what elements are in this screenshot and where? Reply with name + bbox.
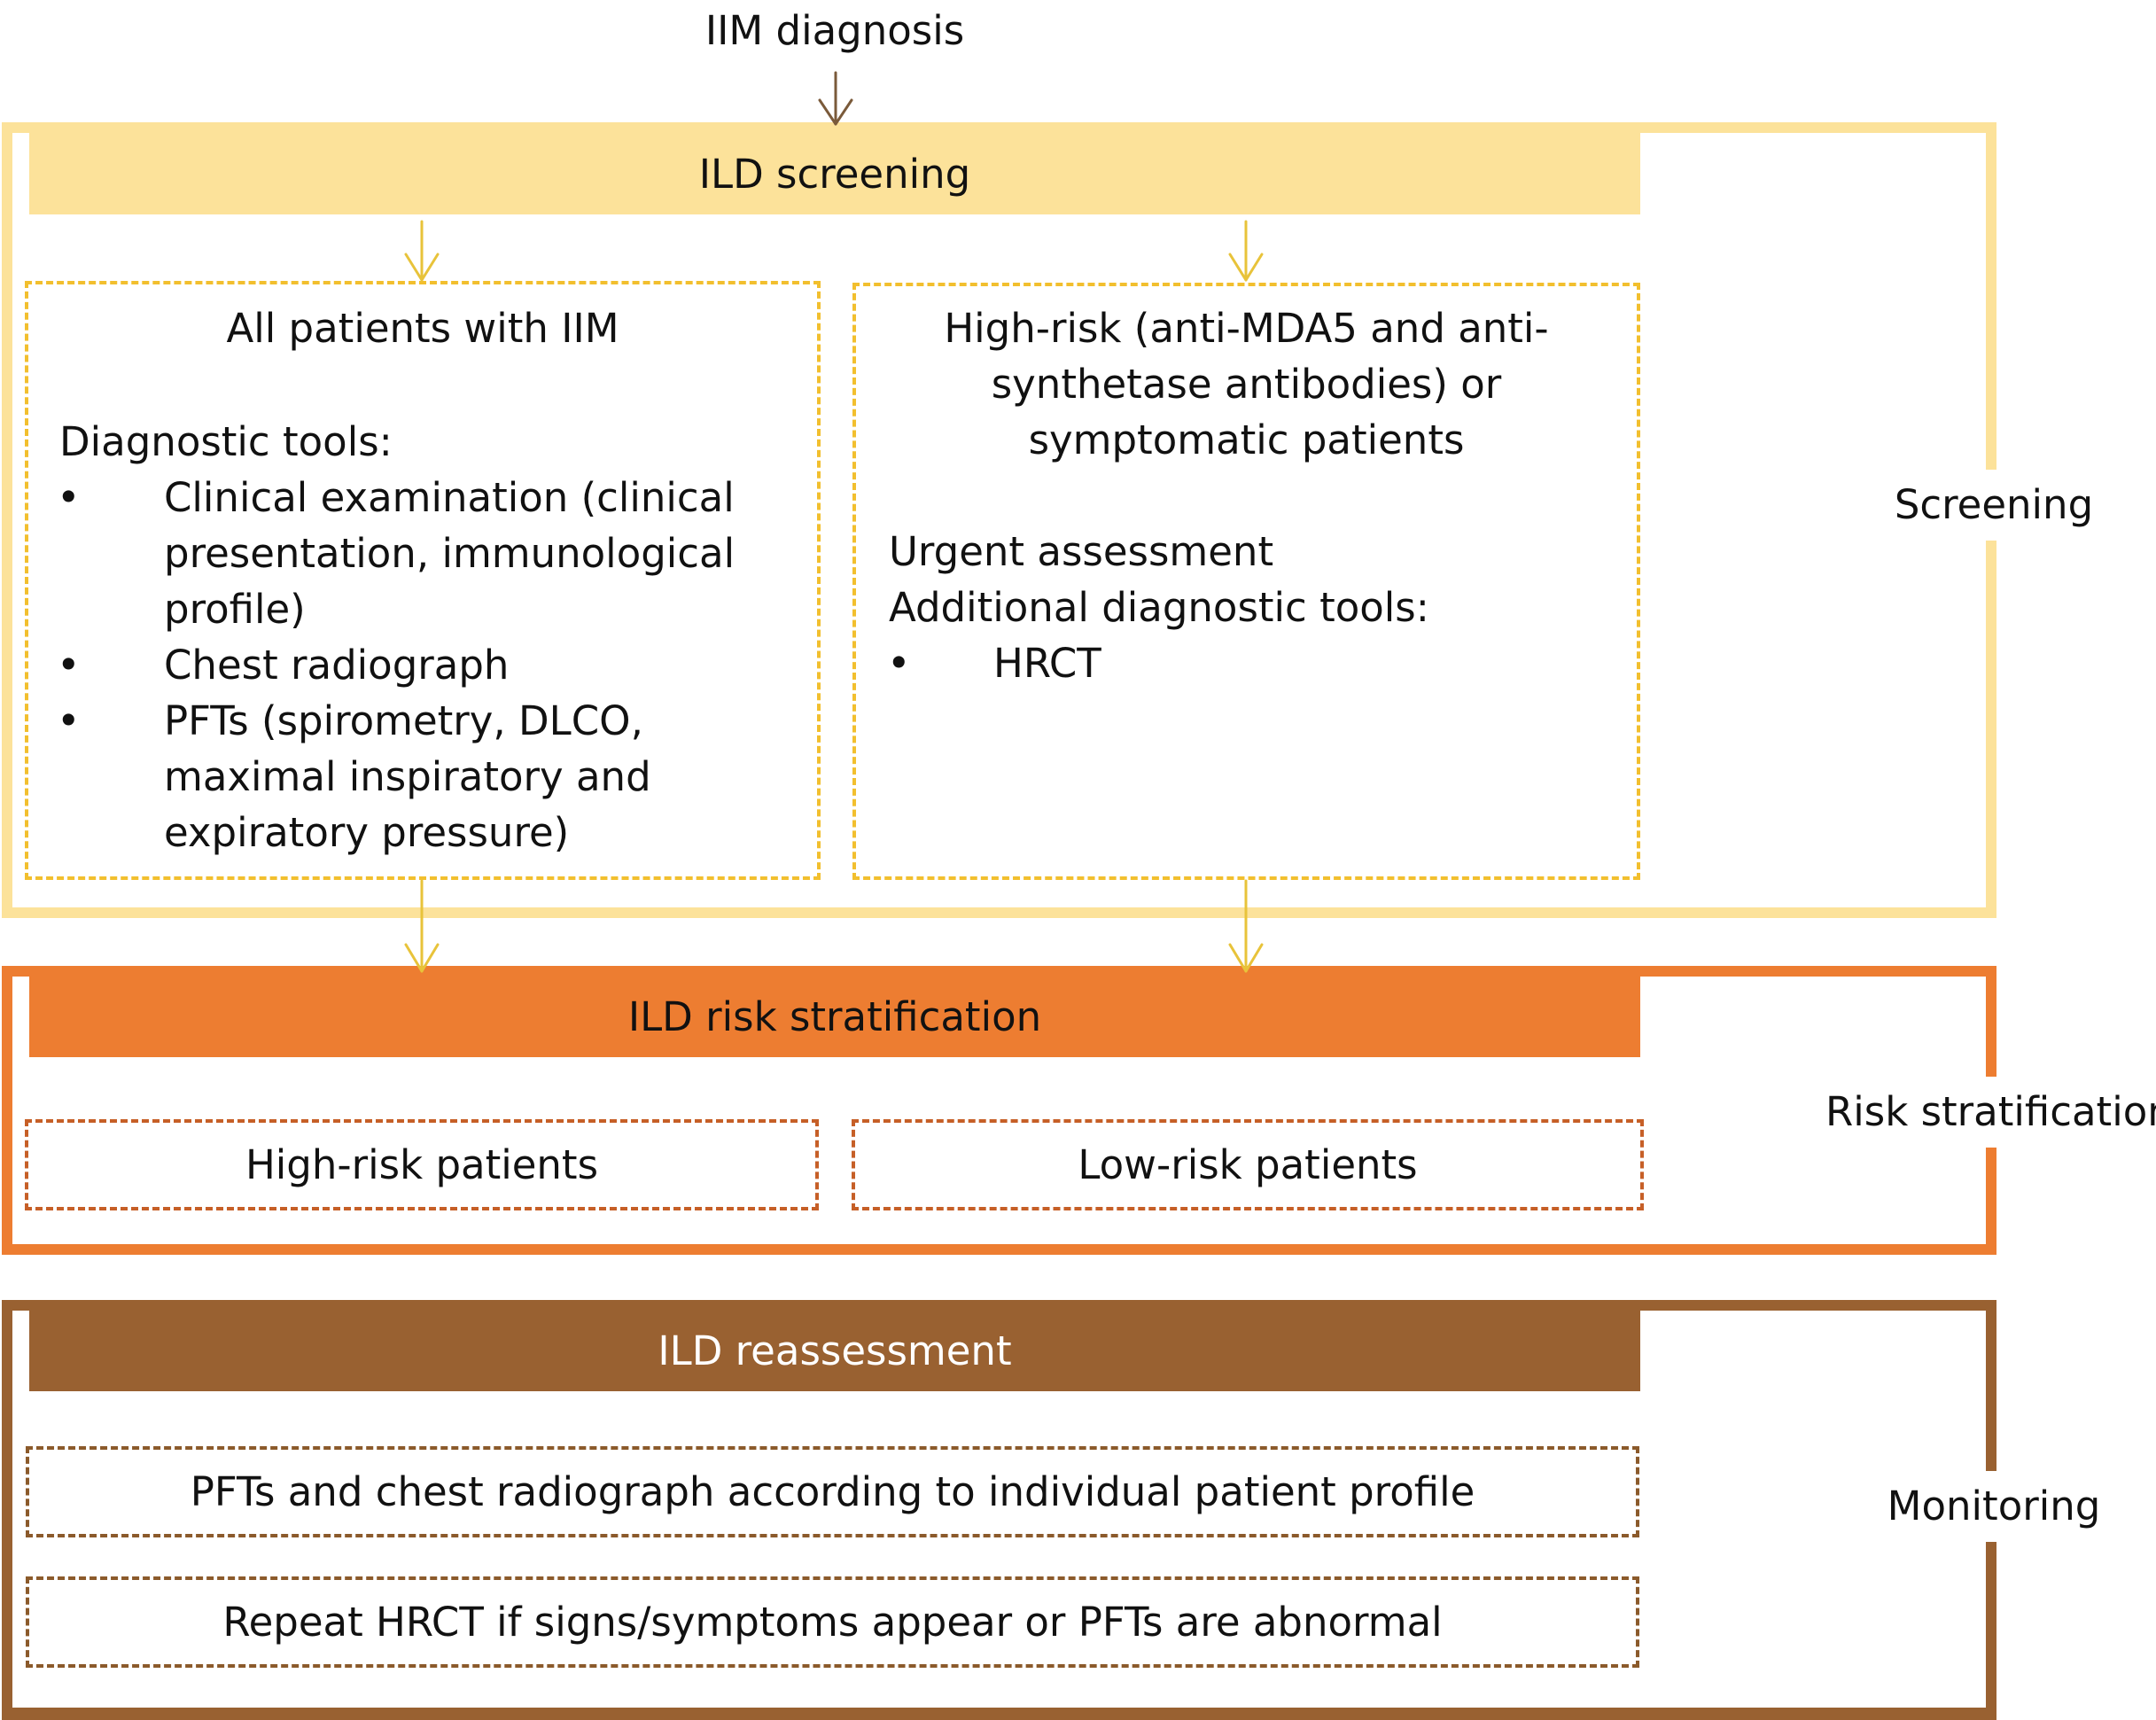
bullet-marker: • bbox=[887, 640, 911, 687]
ild-screening-header: ILD screening bbox=[29, 133, 1640, 214]
screening-section-frame bbox=[2, 122, 1996, 918]
bullet-pfts-line-2: maximal inspiratory and bbox=[164, 753, 651, 800]
bullet-pfts-line-1: PFTs (spirometry, DLCO, bbox=[164, 697, 643, 744]
low-risk-patients-box: Low-risk patients bbox=[852, 1119, 1644, 1210]
high-risk-title-line-2: synthetase antibodies) or bbox=[991, 361, 1502, 408]
ild-reassessment-header: ILD reassessment bbox=[29, 1310, 1640, 1391]
repeat-hrct-box: Repeat HRCT if signs/symptoms appear or … bbox=[26, 1576, 1639, 1668]
urgent-assessment-text: Urgent assessment bbox=[889, 528, 1274, 575]
risk-stratification-side-label: Risk stratification bbox=[1825, 1077, 2156, 1148]
all-patients-box bbox=[25, 281, 821, 880]
monitoring-section-frame bbox=[2, 1300, 1996, 1720]
arrow-diagnosis-to-screening bbox=[818, 71, 853, 126]
bullet-clinical-exam-line-3: profile) bbox=[164, 586, 306, 633]
pfts-radiograph-monitoring-box: PFTs and chest radiograph according to i… bbox=[26, 1446, 1639, 1537]
additional-tools-heading: Additional diagnostic tools: bbox=[889, 584, 1429, 631]
high-risk-title-line-1: High-risk (anti-MDA5 and anti- bbox=[944, 305, 1549, 352]
bullet-clinical-exam-line-2: presentation, immunological bbox=[164, 530, 736, 577]
bullet-pfts-line-3: expiratory pressure) bbox=[164, 809, 570, 856]
risk-stratification-section-frame bbox=[2, 966, 1996, 1255]
bullet-clinical-exam-line-1: Clinical examination (clinical bbox=[164, 474, 735, 521]
ild-risk-stratification-header: ILD risk stratification bbox=[29, 976, 1640, 1057]
high-risk-patients-box: High-risk patients bbox=[25, 1119, 819, 1210]
screening-side-label: Screening bbox=[1892, 470, 2096, 541]
bullet-hrct: HRCT bbox=[993, 640, 1101, 687]
high-risk-title-line-3: symptomatic patients bbox=[1028, 416, 1465, 463]
diagram-start-label: IIM diagnosis bbox=[704, 7, 965, 54]
high-risk-symptomatic-box bbox=[852, 283, 1640, 880]
bullet-marker: • bbox=[57, 642, 81, 689]
bullet-marker: • bbox=[57, 474, 81, 521]
monitoring-side-label: Monitoring bbox=[1874, 1471, 2113, 1542]
bullet-marker: • bbox=[57, 697, 81, 744]
diagnostic-tools-heading: Diagnostic tools: bbox=[59, 418, 393, 465]
all-patients-title: All patients with IIM bbox=[226, 305, 619, 352]
bullet-chest-radiograph: Chest radiograph bbox=[164, 642, 510, 689]
